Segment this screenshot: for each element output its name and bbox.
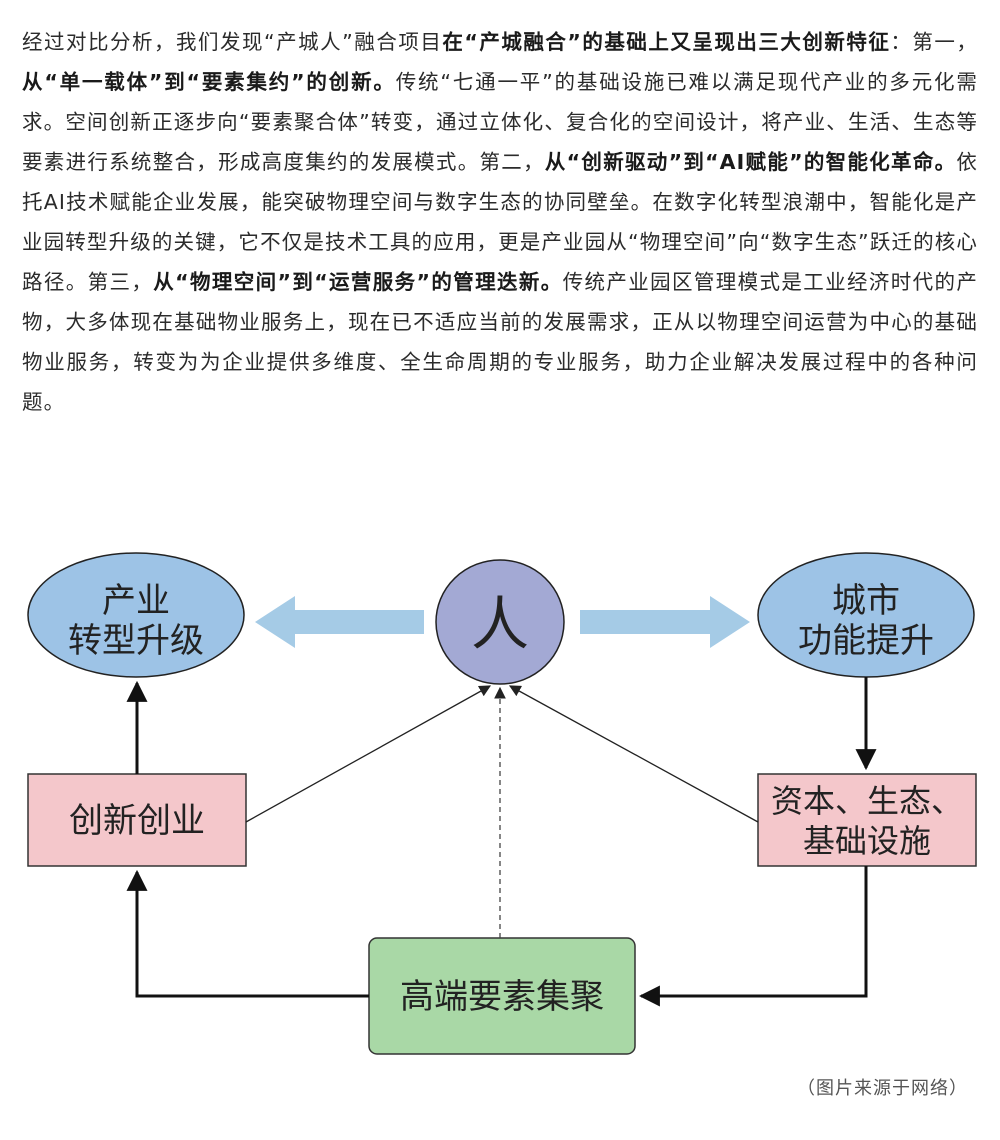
article-text-run: 传统“七通一平”的基础设施已难以满足现代产业的多元化需求。空间创新正逐步向“要素… (22, 70, 978, 174)
capital-label-1: 资本、生态、 (771, 782, 963, 820)
image-source-caption: （图片来源于网络） (797, 1078, 968, 1099)
article-bold-run: 在“产城融合”的基础上又呈现出三大创新特征 (442, 30, 891, 54)
people-label: 人 (471, 590, 529, 658)
high-end-to-innovation-arrow (126, 869, 369, 998)
article-text-run: 传统产业园区管理模式是工业经济时代的产物，大多体现在基础物业服务上，现在已不适应… (22, 270, 978, 414)
industry-upgrade-ellipse (27, 552, 245, 678)
capital-label-2: 基础设施 (803, 822, 931, 860)
right-block-arrow (580, 596, 750, 648)
article-paragraph: 经过对比分析，我们发现“产城人”融合项目在“产城融合”的基础上又呈现出三大创新特… (22, 22, 978, 422)
article-bold-run: 从“物理空间”到“运营服务”的管理迭新。 (153, 270, 563, 294)
capital-box (757, 773, 977, 867)
article-bold-run: 从“单一载体”到“要素集约”的创新。 (22, 70, 396, 94)
capital-to-people-arrow (508, 685, 759, 823)
article-text-run: 经过对比分析，我们发现“产城人”融合项目 (22, 30, 443, 54)
industry-upgrade-label-1: 产业 (102, 581, 170, 621)
capital-to-high-end-arrow (638, 866, 868, 1007)
innovation-label: 创新创业 (69, 801, 205, 841)
innovation-box (27, 773, 247, 867)
article-bold-run: 从“创新驱动”到“AI赋能”的智能化革命。 (544, 150, 957, 174)
article-text-run: 依托AI技术赋能企业发展，能突破物理空间与数字生态的协同壁垒。在数字化转型浪潮中… (22, 150, 979, 294)
article-text-run: ：第一， (890, 30, 979, 54)
industry-city-people-diagram: 产业 转型升级 城市 功能提升 人 创新创业 资本、生态、 基础设施 高端要素集… (27, 552, 977, 1055)
high-end-label: 高端要素集聚 (400, 977, 604, 1017)
left-block-arrow (255, 596, 424, 648)
industry-upgrade-label-2: 转型升级 (68, 621, 204, 661)
city-function-label-1: 城市 (832, 581, 900, 621)
people-circle (435, 559, 565, 685)
city-function-label-2: 功能提升 (798, 621, 934, 661)
innovation-to-people-arrow (245, 685, 492, 823)
